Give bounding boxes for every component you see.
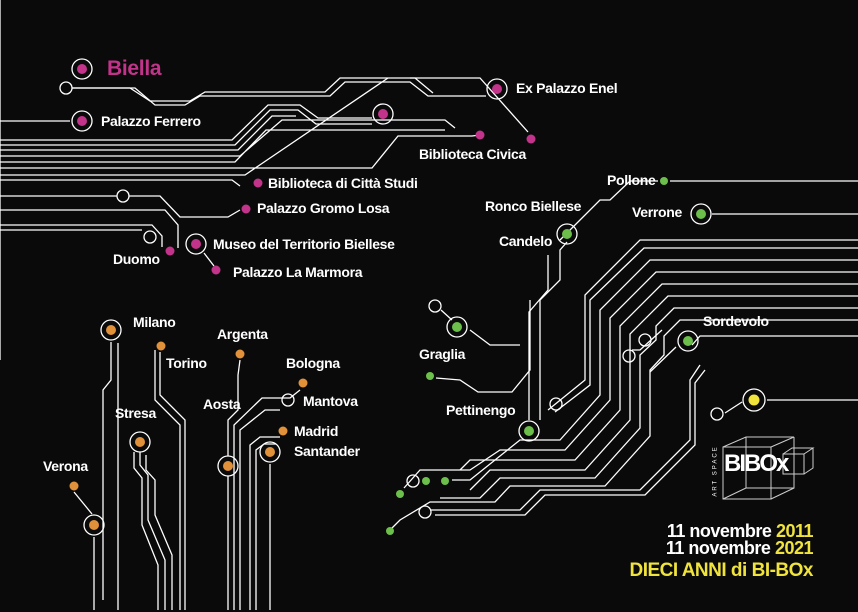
place-milano: Milano: [133, 314, 176, 330]
place-verona: Verona: [43, 458, 88, 474]
province-dots: [386, 177, 706, 535]
place-bologna: Bologna: [286, 355, 340, 371]
date-1-year: 2011: [775, 521, 814, 541]
place-torino: Torino: [166, 355, 207, 371]
place-verrone: Verrone: [632, 204, 683, 220]
place-argenta: Argenta: [217, 326, 268, 342]
logo-tag: ART SPACE: [712, 445, 719, 497]
place-santander: Santander: [294, 443, 360, 459]
date-line-2: 11 novembre 2021: [665, 538, 814, 558]
place-museo-territorio: Museo del Territorio Biellese: [213, 236, 395, 252]
place-pollone: Pollone: [607, 172, 656, 188]
place-biblioteca-citta-studi: Biblioteca di Città Studi: [268, 175, 418, 191]
date-1-text: 11 novembre: [666, 521, 776, 541]
bibox-logo: [722, 436, 815, 500]
place-biblioteca-civica: Biblioteca Civica: [419, 146, 526, 162]
date-2-year: 2021: [774, 538, 814, 558]
place-graglia: Graglia: [419, 346, 466, 362]
date-2-text: 11 novembre: [665, 538, 775, 558]
place-palazzo-la-marmora: Palazzo La Marmora: [233, 264, 363, 280]
place-ronco-biellese: Ronco Biellese: [485, 198, 582, 214]
place-candelo: Candelo: [499, 233, 553, 249]
italy-dots: [69, 325, 308, 530]
place-mantova: Mantova: [303, 393, 358, 409]
city-title: Biella: [107, 57, 162, 80]
logo-name: BIBOx: [724, 450, 789, 477]
biella-dots: [77, 64, 536, 275]
place-madrid: Madrid: [294, 423, 339, 439]
place-stresa: Stresa: [115, 405, 157, 421]
place-sordevolo: Sordevolo: [703, 313, 769, 329]
place-pettinengo: Pettinengo: [446, 402, 516, 418]
place-aosta: Aosta: [203, 396, 241, 412]
place-palazzo-ferrero: Palazzo Ferrero: [101, 113, 201, 129]
date-line-1: 11 novembre 2011: [666, 521, 814, 541]
bibox-dot: [748, 394, 760, 406]
headline: DIECI ANNI di BI-BOx: [629, 560, 813, 581]
place-duomo: Duomo: [113, 251, 160, 267]
place-palazzo-gromo-losa: Palazzo Gromo Losa: [257, 200, 390, 216]
place-ex-palazzo-enel: Ex Palazzo Enel: [516, 80, 618, 96]
